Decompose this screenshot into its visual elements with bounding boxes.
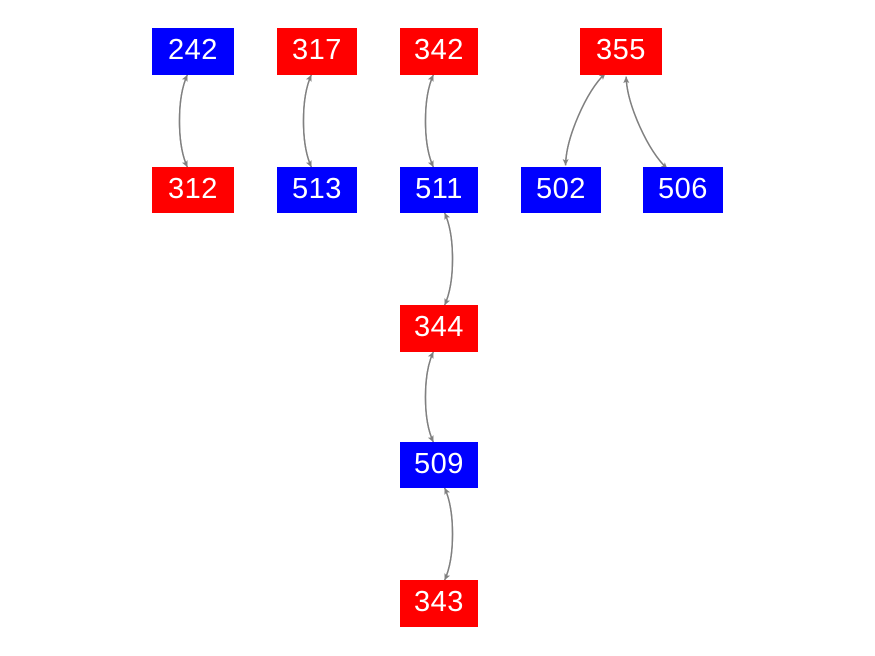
graph-node-344[interactable]: 344 bbox=[400, 305, 478, 352]
graph-edge-511-to-342 bbox=[424, 74, 434, 168]
graph-edge-355-to-506 bbox=[625, 76, 668, 170]
graph-node-513[interactable]: 513 bbox=[277, 167, 357, 213]
graph-node-502[interactable]: 502 bbox=[521, 167, 601, 213]
graph-node-label: 344 bbox=[414, 311, 464, 343]
graph-edge-513-to-317 bbox=[302, 74, 312, 168]
graph-node-343[interactable]: 343 bbox=[400, 580, 478, 627]
graph-node-label: 242 bbox=[168, 34, 218, 66]
graph-node-label: 509 bbox=[414, 447, 464, 480]
graph-node-506[interactable]: 506 bbox=[643, 167, 723, 213]
graph-edge-509-to-344 bbox=[424, 351, 434, 443]
graph-edge-506-to-355 bbox=[623, 76, 668, 170]
graph-node-242[interactable]: 242 bbox=[152, 28, 234, 75]
graph-edge-312-to-242 bbox=[178, 74, 188, 168]
graph-node-label: 342 bbox=[414, 34, 464, 66]
graph-node-511[interactable]: 511 bbox=[400, 167, 478, 213]
graph-node-355[interactable]: 355 bbox=[580, 28, 662, 75]
graph-node-label: 506 bbox=[658, 172, 708, 205]
graph-edge-344-to-511 bbox=[444, 212, 454, 306]
graph-node-509[interactable]: 509 bbox=[400, 442, 478, 488]
graph-edge-355-to-502 bbox=[562, 72, 606, 166]
graph-edge-502-to-355 bbox=[564, 72, 606, 166]
graph-node-312[interactable]: 312 bbox=[152, 167, 234, 213]
graph-edge-343-to-509 bbox=[444, 487, 454, 581]
graph-node-317[interactable]: 317 bbox=[277, 28, 357, 75]
graph-node-label: 513 bbox=[292, 172, 342, 205]
graph-node-label: 502 bbox=[536, 172, 586, 205]
graph-node-label: 343 bbox=[414, 586, 464, 618]
graph-node-label: 511 bbox=[415, 172, 463, 205]
graph-node-label: 312 bbox=[168, 172, 218, 205]
graph-node-label: 355 bbox=[596, 34, 646, 66]
graph-node-label: 317 bbox=[292, 34, 342, 66]
graph-node-342[interactable]: 342 bbox=[400, 28, 478, 75]
